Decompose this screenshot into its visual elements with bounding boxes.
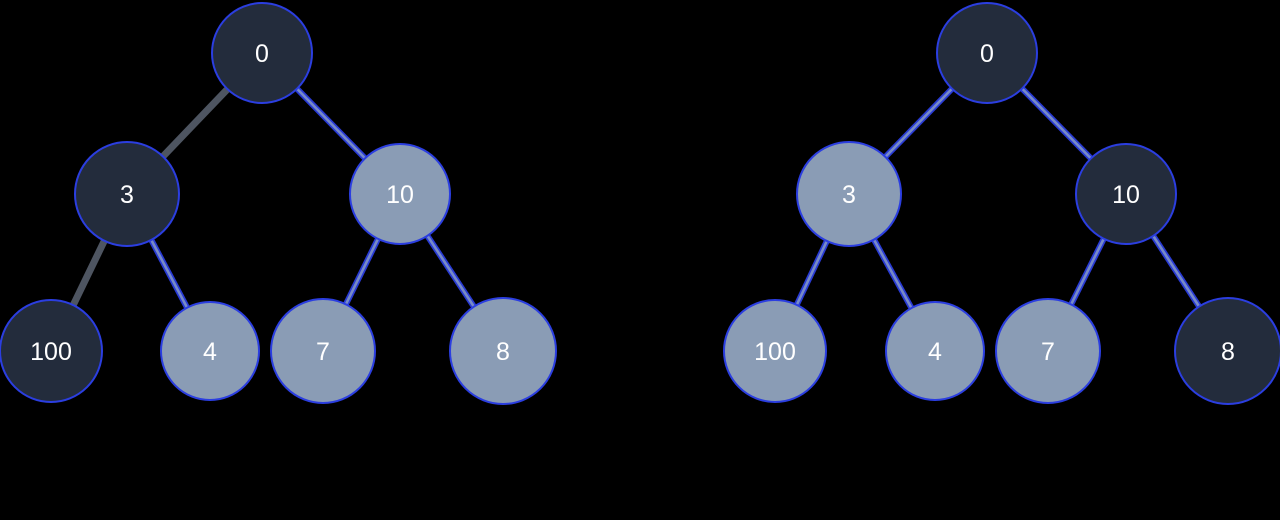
tree-edge-highlight xyxy=(883,87,954,159)
tree-node-circle[interactable] xyxy=(796,141,902,247)
tree-node-circle[interactable] xyxy=(449,297,557,405)
tree-edge-highlight xyxy=(795,239,829,307)
tree-edge-highlight xyxy=(295,87,367,160)
tree-node-label: 0 xyxy=(980,40,994,68)
tree-node[interactable]: 10 xyxy=(1075,143,1177,245)
tree-edge xyxy=(159,85,231,160)
tree-node[interactable]: 8 xyxy=(449,297,557,405)
tree-node-label: 100 xyxy=(30,338,72,366)
tree-node-circle[interactable] xyxy=(160,301,260,401)
tree-node-circle[interactable] xyxy=(74,141,180,247)
tree-node-label: 4 xyxy=(203,338,217,366)
tree-node-circle[interactable] xyxy=(211,2,313,104)
tree-node-label: 10 xyxy=(386,181,414,209)
tree-node-label: 10 xyxy=(1112,181,1140,209)
tree-edge-highlight xyxy=(1151,234,1201,309)
tree-node[interactable]: 8 xyxy=(1174,297,1280,405)
tree-node-label: 3 xyxy=(120,181,134,209)
tree-edge xyxy=(69,238,108,308)
tree-node-label: 7 xyxy=(1041,338,1055,366)
tree-edge-highlight xyxy=(425,234,476,309)
tree-node-label: 3 xyxy=(842,181,856,209)
tree-node-circle[interactable] xyxy=(1174,297,1280,405)
tree-node[interactable]: 0 xyxy=(211,2,313,104)
tree-node[interactable]: 100 xyxy=(0,299,103,403)
tree-node-circle[interactable] xyxy=(723,299,827,403)
tree-node-circle[interactable] xyxy=(0,299,103,403)
tree-node[interactable]: 3 xyxy=(74,141,180,247)
tree-node[interactable]: 7 xyxy=(995,298,1101,404)
tree-edge-highlight xyxy=(344,237,380,306)
tree-edge-highlight xyxy=(872,238,914,310)
tree-node[interactable]: 3 xyxy=(796,141,902,247)
tree-edge-highlight xyxy=(149,238,189,310)
tree-node-circle[interactable] xyxy=(885,301,985,401)
tree-edge-highlight xyxy=(1020,86,1093,161)
tree-node-label: 100 xyxy=(754,338,796,366)
tree-node-circle[interactable] xyxy=(936,2,1038,104)
nodes-layer: 0 3 10 100 4 7 8 0 3 10 100 4 7 8 xyxy=(0,2,1280,405)
tree-node[interactable]: 4 xyxy=(885,301,985,401)
tree-node[interactable]: 10 xyxy=(349,143,451,245)
tree-node[interactable]: 7 xyxy=(270,298,376,404)
tree-node-label: 0 xyxy=(255,40,269,68)
tree-node-label: 8 xyxy=(496,338,510,366)
tree-node[interactable]: 100 xyxy=(723,299,827,403)
tree-node-circle[interactable] xyxy=(995,298,1101,404)
tree-node-label: 4 xyxy=(928,338,942,366)
tree-node[interactable]: 0 xyxy=(936,2,1038,104)
tree-node-circle[interactable] xyxy=(270,298,376,404)
tree-node-circle[interactable] xyxy=(349,143,451,245)
tree-node-label: 8 xyxy=(1221,338,1235,366)
tree-edge-highlight xyxy=(1069,237,1106,306)
tree-node-circle[interactable] xyxy=(1075,143,1177,245)
edges-layer xyxy=(69,85,1203,311)
tree-node-label: 7 xyxy=(316,338,330,366)
tree-node[interactable]: 4 xyxy=(160,301,260,401)
